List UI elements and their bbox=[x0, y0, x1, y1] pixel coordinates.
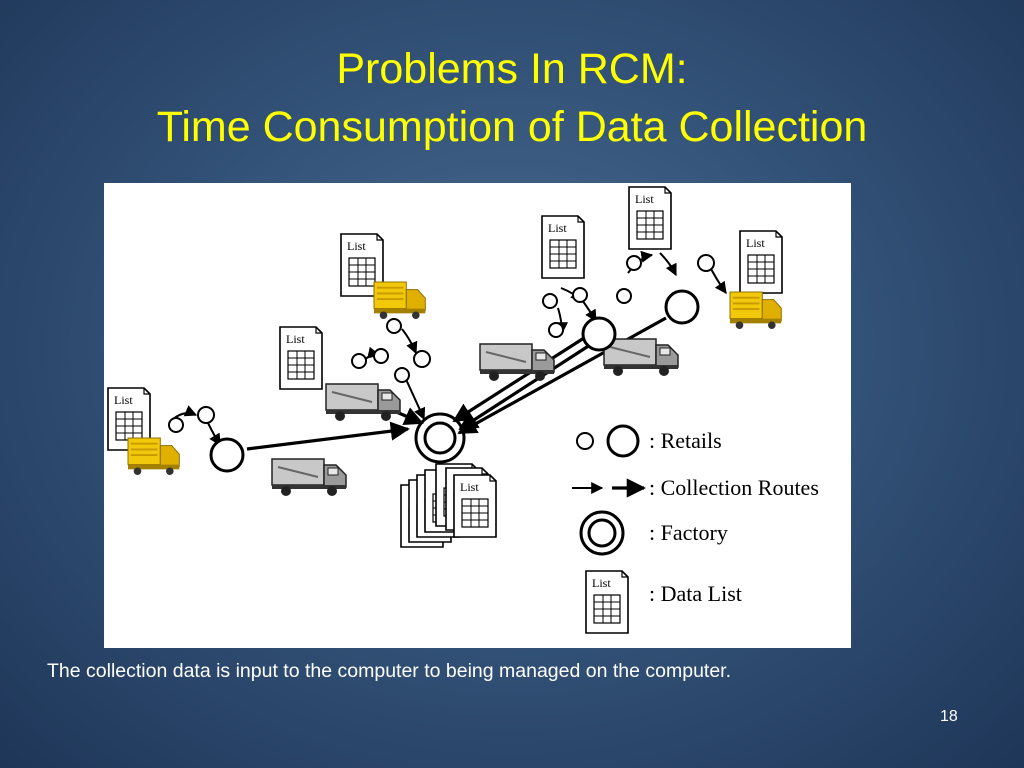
legend-retails: : Retails bbox=[576, 424, 722, 458]
slide-title: Problems In RCM: Time Consumption of Dat… bbox=[0, 40, 1024, 156]
collected-data-lists: List bbox=[400, 463, 497, 548]
data-collection-diagram: List List List List List List bbox=[104, 183, 851, 648]
svg-text:List: List bbox=[635, 192, 654, 206]
svg-text:List: List bbox=[746, 236, 765, 250]
legend-factory: : Factory bbox=[579, 510, 728, 556]
yellow-truck-icon bbox=[127, 437, 181, 476]
data-list-doc-1: List bbox=[107, 387, 151, 451]
delivery-truck-icon bbox=[325, 383, 401, 422]
title-line-2: Time Consumption of Data Collection bbox=[156, 103, 868, 151]
retail-small-nodes bbox=[168, 254, 715, 433]
factory-node bbox=[414, 412, 466, 464]
data-list-doc-5: List bbox=[628, 186, 672, 250]
data-list-doc-6: List bbox=[739, 230, 783, 294]
svg-text:List: List bbox=[460, 480, 479, 494]
page-number: 18 bbox=[940, 708, 958, 725]
legend-routes-label: : Collection Routes bbox=[649, 475, 819, 500]
yellow-truck-icon bbox=[373, 281, 427, 320]
data-list-doc-4: List bbox=[541, 215, 585, 279]
data-list-doc-2: List bbox=[279, 326, 323, 390]
delivery-truck-icon bbox=[479, 343, 555, 382]
svg-text:List: List bbox=[286, 332, 305, 346]
svg-text:List: List bbox=[548, 221, 567, 235]
legend-data-list: List : Data List bbox=[585, 570, 742, 634]
svg-text:List: List bbox=[592, 576, 611, 590]
main-collection-routes bbox=[246, 316, 667, 451]
svg-text:: Factory: : Factory bbox=[649, 520, 728, 545]
yellow-truck-icon bbox=[729, 291, 783, 330]
svg-text:: Retails: : Retails bbox=[649, 428, 722, 453]
legend: : Retails : Collection Routes : Factory … bbox=[572, 424, 819, 634]
delivery-truck-icon bbox=[271, 458, 347, 497]
delivery-truck-icon bbox=[603, 338, 679, 377]
svg-text:List: List bbox=[347, 239, 366, 253]
title-line-1: Problems In RCM: bbox=[336, 45, 688, 93]
data-list-doc-3: List bbox=[340, 233, 384, 297]
svg-text:List: List bbox=[114, 393, 133, 407]
slide-caption: The collection data is input to the comp… bbox=[47, 660, 732, 682]
svg-text:: Data List: : Data List bbox=[649, 581, 742, 606]
retail-large-nodes bbox=[209, 289, 700, 473]
